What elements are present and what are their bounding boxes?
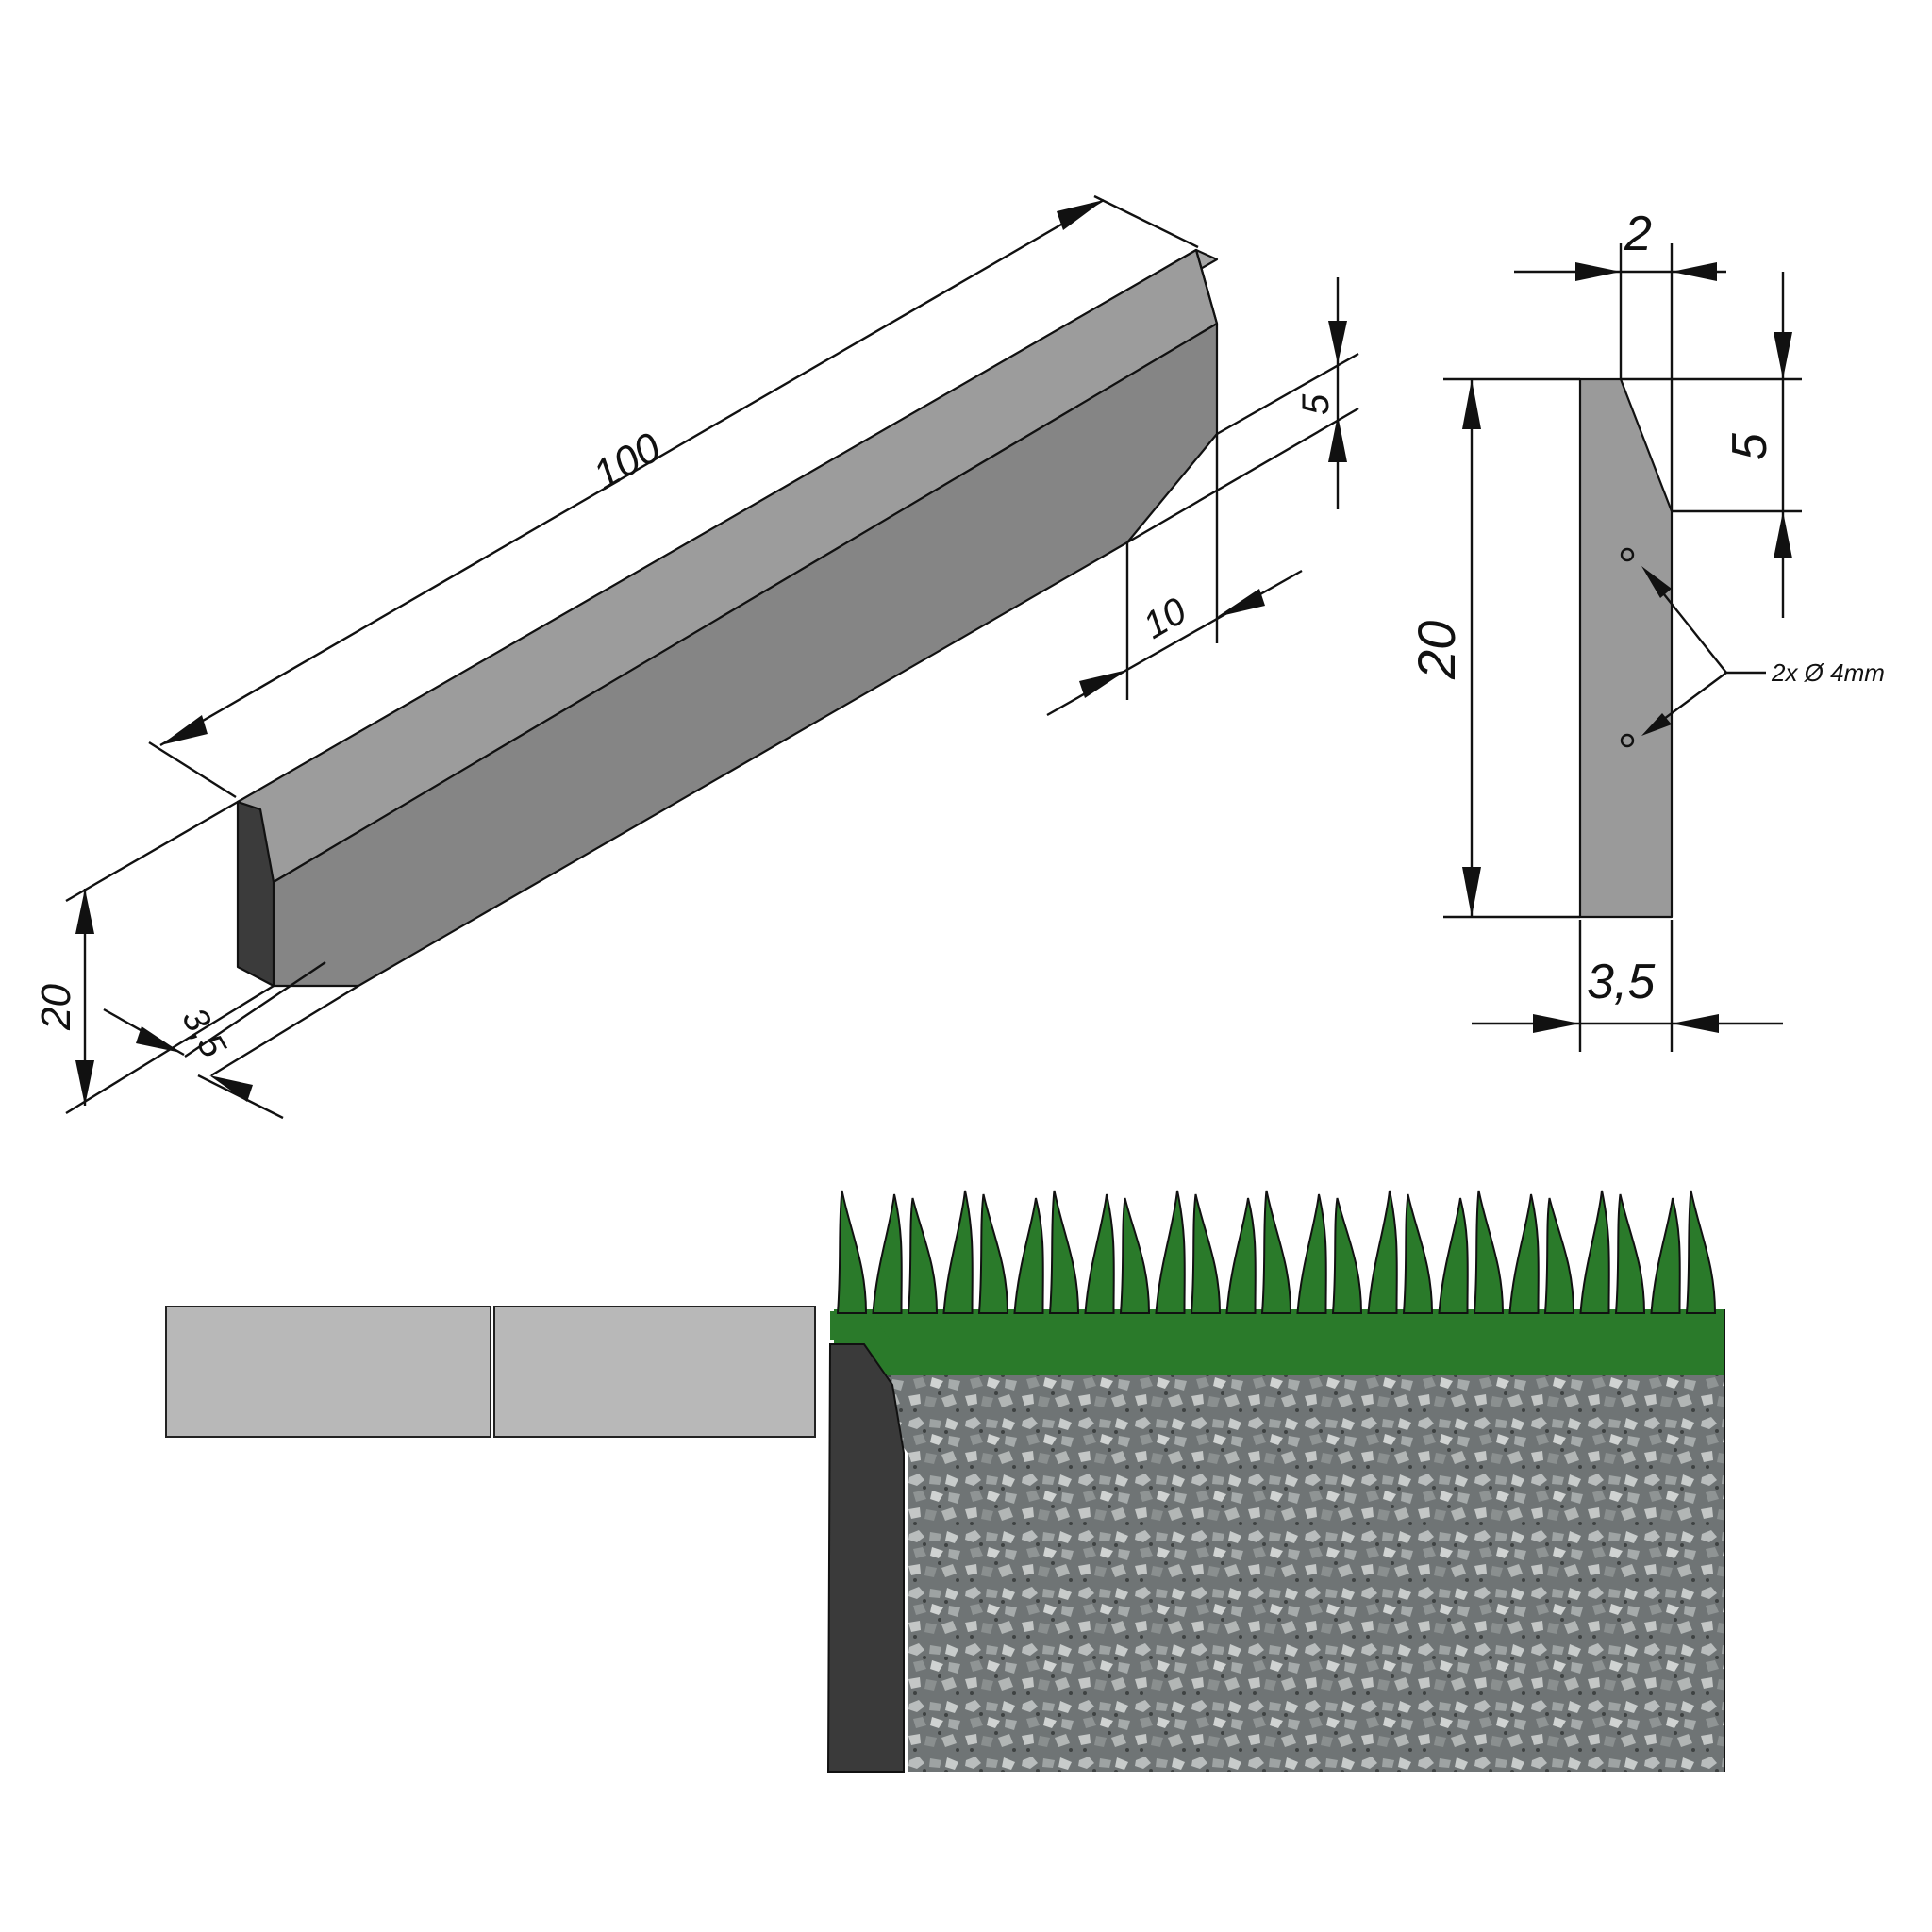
profile-chamfer-label: 5	[1723, 432, 1777, 460]
chamfer-height-arrow-top	[1328, 321, 1347, 364]
profile-height-arrow-bottom	[1462, 867, 1481, 917]
chamfer-length-arrow-left	[1079, 670, 1127, 698]
profile-height-arrow-top	[1462, 379, 1481, 429]
block-groove-line	[1194, 249, 1219, 325]
height-label: 20	[33, 984, 79, 1031]
thickness-arrow-b	[209, 1075, 253, 1102]
height-ext-line-top	[65, 800, 239, 903]
grass-blade	[1331, 1197, 1363, 1314]
length-arrow-right	[1057, 200, 1104, 230]
profile-shape	[1578, 377, 1674, 919]
top-width-arrow-right	[1672, 262, 1717, 281]
holes-leader-lower	[1659, 672, 1727, 723]
paver-left	[165, 1306, 491, 1438]
grass-blade	[942, 1190, 974, 1314]
top-width-arrow-left	[1575, 262, 1621, 281]
grass-blade	[1579, 1190, 1610, 1314]
edging-profile	[826, 1343, 905, 1773]
hole-upper-icon	[1620, 547, 1635, 562]
chamfer-height-ext-top	[1216, 352, 1359, 436]
gravel-fill	[908, 1375, 1724, 1772]
isometric-view: 100 20 3,5 5 10	[33, 194, 1359, 1120]
block-front-face	[272, 322, 1219, 988]
grass-blade	[1367, 1190, 1398, 1314]
length-ext-line-left	[148, 741, 237, 799]
thickness-arrow-a	[136, 1026, 181, 1053]
chamfer-height-arrow-bottom	[1328, 415, 1347, 462]
grass-blade	[1048, 1190, 1080, 1314]
height-arrow-top	[75, 889, 94, 934]
grass-blade	[1013, 1197, 1044, 1314]
length-ext-line-right	[1093, 194, 1199, 249]
base-width-label: 3,5	[1587, 955, 1656, 1009]
length-label: 100	[586, 424, 670, 498]
profile-height-label: 20	[1407, 621, 1466, 680]
grass-blade	[1438, 1197, 1469, 1314]
thickness-ext-line-d	[210, 984, 359, 1077]
profile-chamfer-arrow-top	[1774, 332, 1792, 379]
hole-lower-icon	[1620, 733, 1635, 748]
profile-view: 2 5 20 3,5 2x Ø 4mm	[1407, 207, 1885, 1052]
length-dim-line	[159, 198, 1105, 747]
holes-callout-label: 2x Ø 4mm	[1771, 658, 1885, 687]
grass-blade	[1296, 1193, 1327, 1314]
chamfer-height-ext-bottom	[1126, 407, 1359, 544]
installation-view	[165, 1190, 1725, 1773]
grass-blade	[1190, 1193, 1222, 1314]
grass-blade	[1402, 1193, 1434, 1314]
profile-chamfer-arrow-bottom	[1774, 511, 1792, 558]
paver-right	[493, 1306, 816, 1438]
grass-blade	[1119, 1197, 1151, 1314]
grass-blade	[836, 1190, 868, 1314]
grass-blade	[872, 1193, 903, 1314]
grass-blades	[836, 1190, 1717, 1314]
holes-leader-upper	[1659, 589, 1727, 674]
grass-blade	[1543, 1197, 1575, 1314]
grass-blade	[1473, 1190, 1505, 1314]
top-width-label: 2	[1624, 207, 1652, 261]
grass-blade	[1084, 1193, 1115, 1314]
block-end-face	[236, 800, 275, 988]
grass-blade	[1260, 1190, 1292, 1314]
chamfer-length-arrow-right	[1217, 589, 1265, 617]
grass-base	[834, 1309, 1724, 1375]
grass-blade	[1685, 1190, 1717, 1314]
chamfer-length-label: 10	[1137, 590, 1194, 646]
thickness-label: 3,5	[174, 1002, 233, 1065]
grass-blade	[1155, 1190, 1186, 1314]
holes-arrow-lower	[1641, 713, 1672, 736]
grass-blade	[1614, 1193, 1646, 1314]
length-arrow-left	[160, 715, 208, 745]
grass-blade	[977, 1193, 1009, 1314]
thickness-ext-line-c	[184, 961, 326, 1058]
grass-blade	[907, 1197, 939, 1314]
grass-blade	[1508, 1193, 1540, 1314]
chamfer-height-label: 5	[1295, 393, 1337, 415]
grass-blade	[1225, 1197, 1257, 1314]
grass-blade	[1650, 1197, 1681, 1314]
base-width-arrow-right	[1672, 1014, 1719, 1033]
holes-arrow-upper	[1641, 566, 1672, 598]
grass-edge	[830, 1311, 891, 1375]
height-arrow-bottom	[75, 1060, 94, 1106]
base-width-arrow-left	[1533, 1014, 1580, 1033]
